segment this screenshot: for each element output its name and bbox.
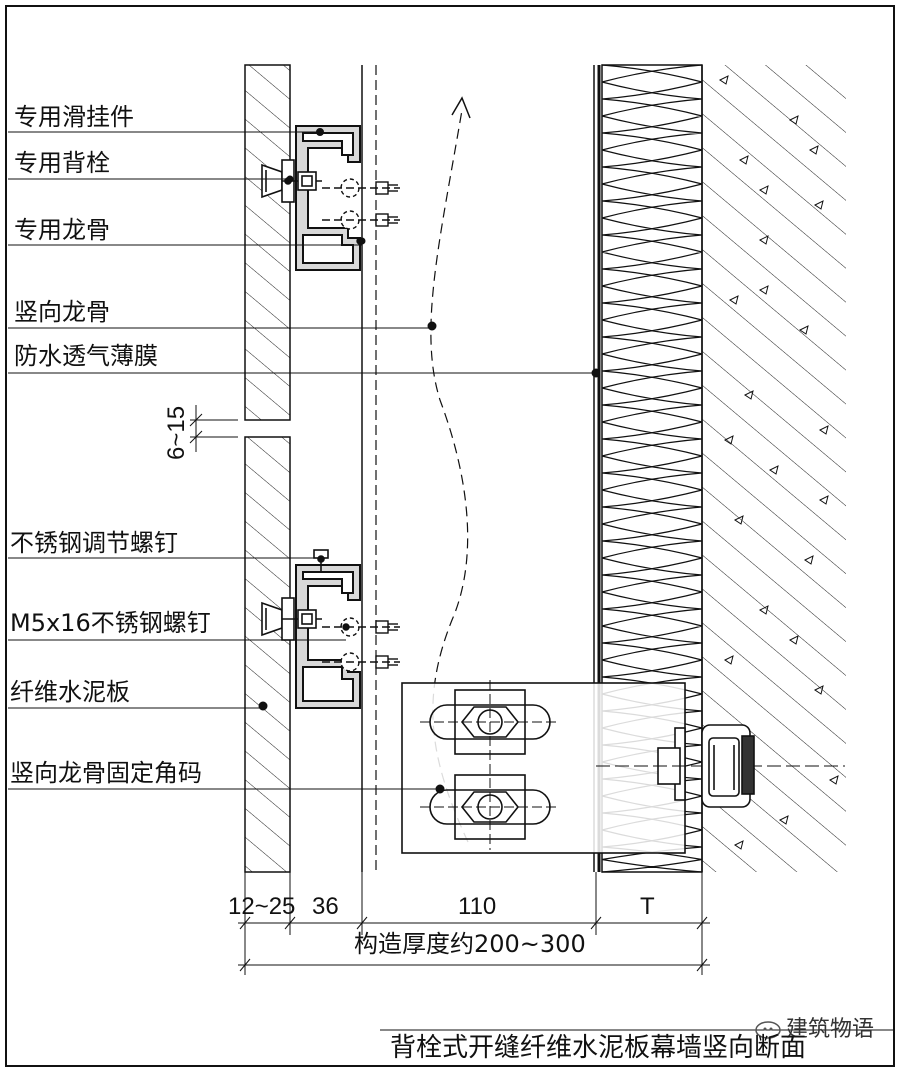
dim-cavity: 110 <box>458 893 496 920</box>
drawing-title: 背栓式开缝纤维水泥板幕墙竖向断面 <box>390 1033 806 1063</box>
concrete-aggregate-mark <box>729 295 739 305</box>
concrete-aggregate-mark <box>814 200 824 210</box>
gap-dimension <box>189 405 238 452</box>
label-slide-hanger: 专用滑挂件 <box>14 103 134 131</box>
label-m5-screw: M5x16不锈钢螺钉 <box>10 609 211 637</box>
concrete-aggregate-mark <box>734 515 744 525</box>
concrete-aggregate-mark <box>724 655 734 665</box>
keel-fixing-bracket <box>401 680 845 854</box>
concrete-aggregate-mark <box>814 685 824 695</box>
concrete-aggregate-mark <box>779 815 789 825</box>
dim-insulation: T <box>640 893 655 920</box>
concrete-aggregate-mark <box>809 145 819 155</box>
label-fiber-board: 纤维水泥板 <box>10 678 130 706</box>
lower-back-bolt <box>261 597 322 641</box>
label-keel-bracket: 竖向龙骨固定角码 <box>10 759 202 787</box>
label-membrane: 防水透气薄膜 <box>14 342 158 370</box>
concrete-aggregate-mark <box>799 325 809 335</box>
watermark-text: 建筑物语 <box>786 1017 874 1042</box>
dim-gap: 6~15 <box>163 406 190 460</box>
chemical-anchor <box>701 724 755 808</box>
concrete-aggregate-mark <box>759 285 769 295</box>
concrete-aggregate-mark <box>804 555 814 565</box>
dim-keel-depth: 36 <box>312 893 339 920</box>
concrete-aggregate-mark <box>734 840 744 850</box>
concrete-aggregate-mark <box>769 465 779 475</box>
drawing-frame <box>5 5 895 1067</box>
concrete-aggregate-mark <box>789 115 799 125</box>
label-back-bolt: 专用背栓 <box>14 149 110 177</box>
label-vertical-keel: 竖向龙骨 <box>14 298 110 326</box>
concrete-aggregate-mark <box>724 435 734 445</box>
label-adjust-screw: 不锈钢调节螺钉 <box>10 529 178 557</box>
concrete-aggregate-mark <box>759 185 769 195</box>
upper-slide-hanger <box>295 125 361 271</box>
upper-keel-screws <box>322 178 400 245</box>
bottom-dimension-lines <box>238 872 710 975</box>
label-special-keel: 专用龙骨 <box>14 216 110 244</box>
concrete-aggregate-mark <box>759 235 769 245</box>
fiber-cement-board-lower <box>244 436 291 873</box>
lower-keel-screws <box>322 617 400 672</box>
lower-slide-hanger <box>295 564 361 709</box>
dim-total: 构造厚度约200~300 <box>354 930 586 958</box>
concrete-aggregate-mark <box>739 155 749 165</box>
vertical-keel <box>361 65 377 872</box>
concrete-aggregate-mark <box>759 605 769 615</box>
fiber-cement-board-upper <box>244 64 291 421</box>
concrete-aggregate-mark <box>829 775 839 785</box>
concrete-aggregate-mark <box>789 635 799 645</box>
concrete-aggregate-mark <box>819 425 829 435</box>
concrete-aggregate-mark <box>719 75 729 85</box>
watermark: 建筑物语 <box>755 1017 874 1042</box>
dim-board-thickness: 12~25 <box>228 893 295 920</box>
concrete-aggregate-mark <box>819 495 829 505</box>
lower-adjust-screw <box>313 549 329 572</box>
leader-lines <box>8 131 601 794</box>
concrete-aggregate-mark <box>744 390 754 400</box>
